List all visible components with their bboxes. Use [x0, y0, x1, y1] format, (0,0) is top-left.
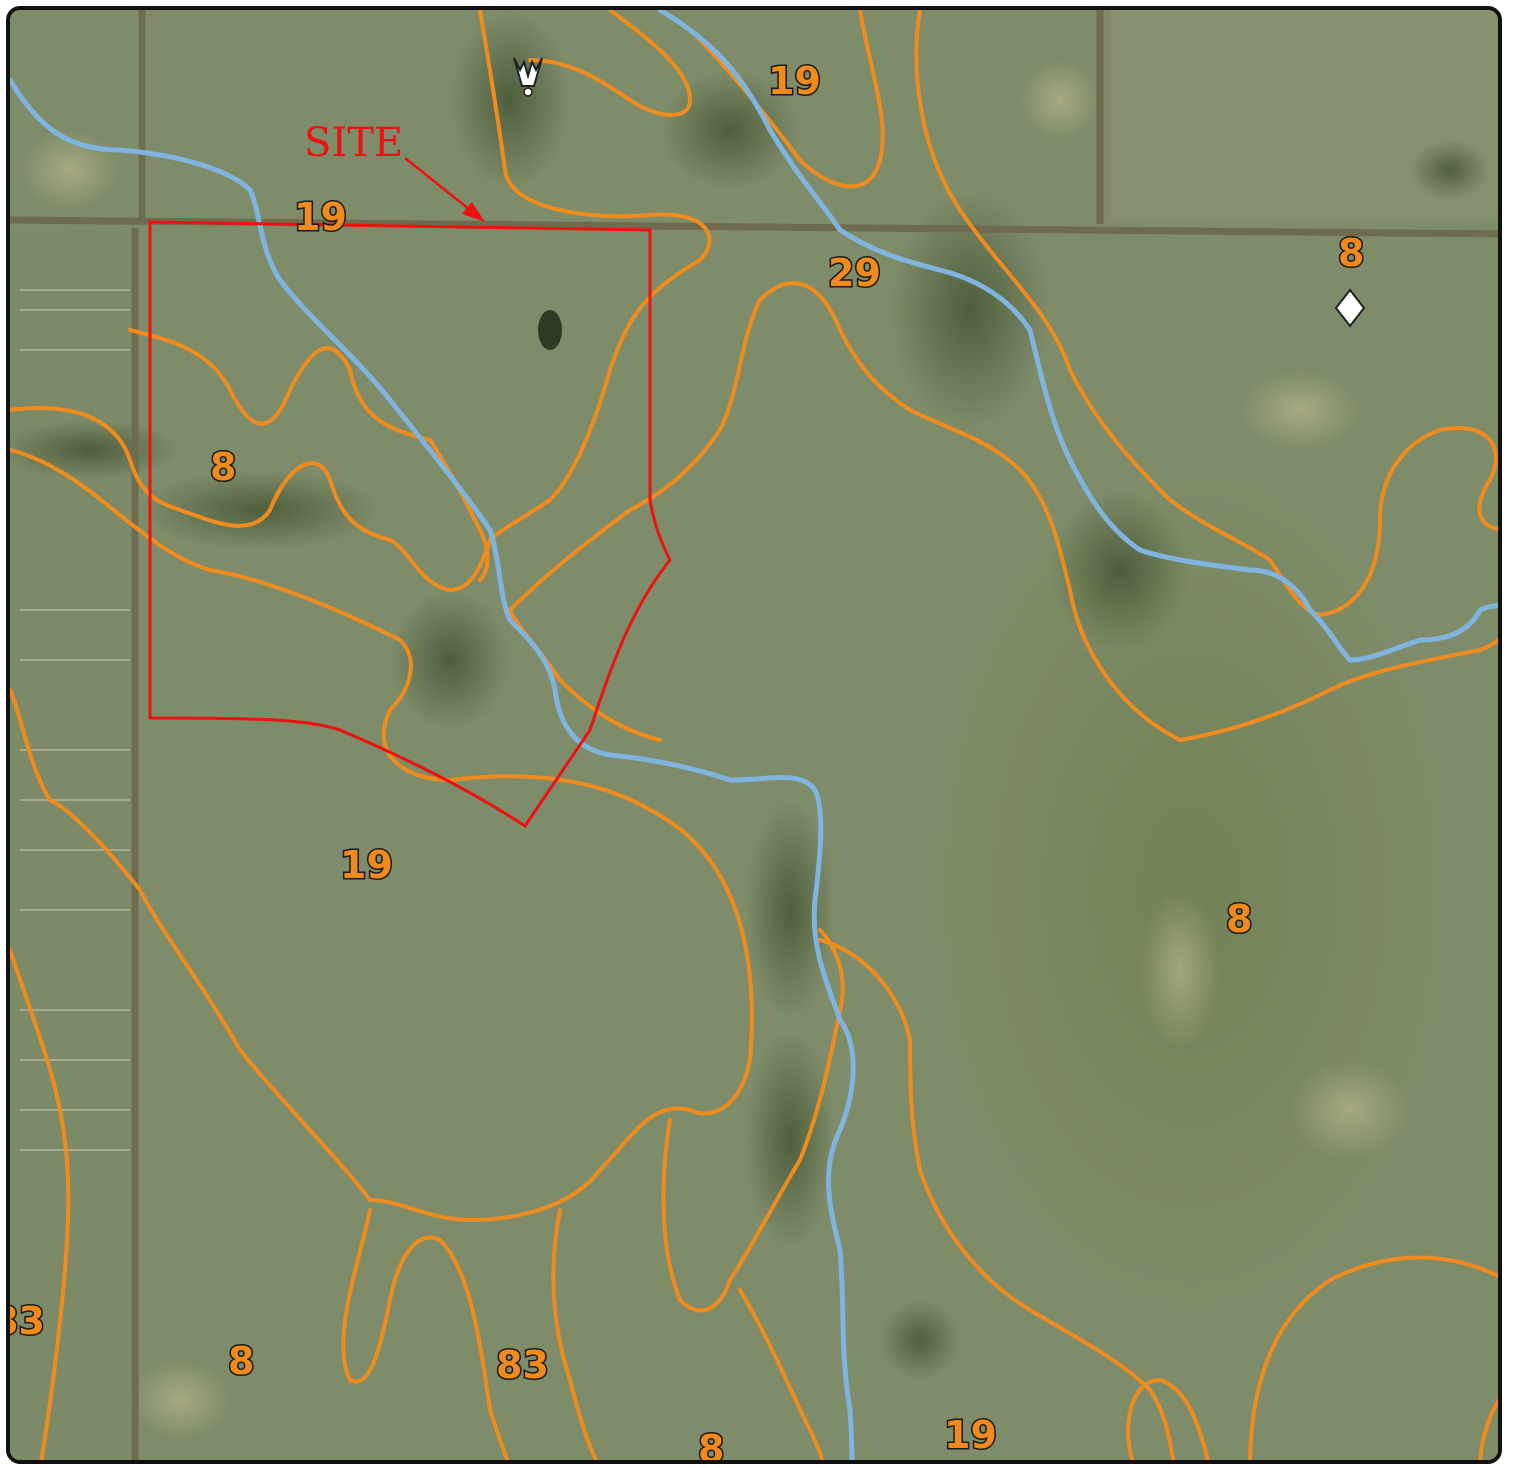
site-callout: SITE — [304, 120, 485, 222]
map-unit-label-19-top[interactable]: 19 — [767, 58, 823, 105]
map-unit-label-8-top-right[interactable]: 8 — [1337, 230, 1366, 277]
map-unit-label-19-road[interactable]: 19 — [293, 194, 349, 241]
map-unit-label-8-right[interactable]: 8 — [1225, 896, 1254, 943]
map-unit-label-29[interactable]: 29 — [827, 250, 883, 297]
site-label: SITE — [304, 120, 403, 166]
site-boundary[interactable] — [148, 220, 672, 829]
map-unit-label-8-bottom-left[interactable]: 8 — [227, 1338, 256, 1385]
aerial-imagery — [10, 10, 1498, 1460]
spring-icon[interactable] — [513, 57, 543, 97]
soil-map[interactable]: SITE 19 19 29 8 8 19 8 83 8 83 8 19 — [10, 10, 1502, 1464]
map-unit-label-19-bottom[interactable]: 19 — [943, 1412, 999, 1459]
map-unit-label-83-left[interactable]: 83 — [10, 1298, 46, 1345]
diamond-icon[interactable] — [1334, 288, 1366, 328]
streams — [10, 10, 1498, 1460]
map-frame: SITE 19 19 29 8 8 19 8 83 8 83 8 19 — [6, 6, 1502, 1464]
map-unit-label-8-bottom[interactable]: 8 — [697, 1426, 726, 1464]
map-unit-label-8-site[interactable]: 8 — [209, 444, 238, 491]
map-unit-label-19-center[interactable]: 19 — [339, 842, 395, 889]
map-unit-label-83-bottom[interactable]: 83 — [495, 1342, 551, 1389]
map-unit-labels: 19 19 29 8 8 19 8 83 8 83 8 19 — [10, 58, 1366, 1464]
soil-boundaries — [10, 10, 1498, 1460]
